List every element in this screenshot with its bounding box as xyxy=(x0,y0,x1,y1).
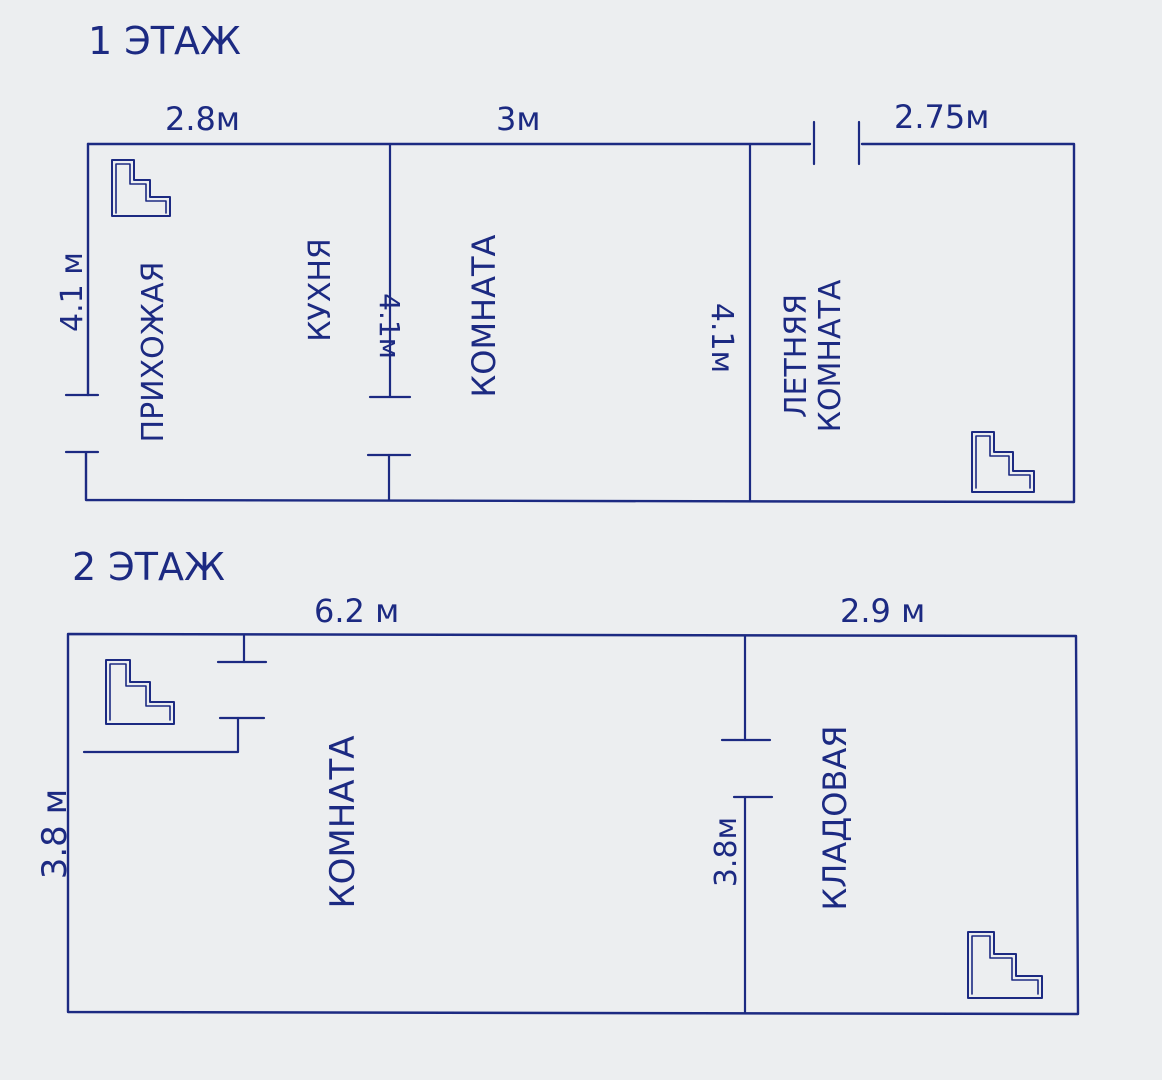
room-label-room-floor1: КОМНАТА xyxy=(465,234,503,397)
dim-kitchen-height: 4.1м xyxy=(373,293,406,359)
room-label-summer-line1: ЛЕТНЯЯ xyxy=(779,294,814,418)
stairs-icon xyxy=(971,431,1035,493)
dim-floor1-left-height: 4.1 м xyxy=(55,252,90,332)
floor2-title: 2 ЭТАЖ xyxy=(72,545,225,589)
dim-storage-width: 2.9 м xyxy=(840,592,925,630)
floor2-walls xyxy=(66,632,1080,1016)
room-label-kitchen: КУХНЯ xyxy=(303,238,338,342)
room-label-storage: КЛАДОВАЯ xyxy=(816,726,854,911)
dim-partition-height: 3.8м xyxy=(709,817,744,887)
stairs-icon xyxy=(967,931,1043,999)
dim-room-width: 3м xyxy=(496,100,541,138)
stairs-icon xyxy=(111,159,171,217)
floor1-title: 1 ЭТАЖ xyxy=(88,19,241,63)
dim-summer-room-width: 2.75м xyxy=(894,98,989,136)
dim-summer-height: 4.1м xyxy=(704,303,739,373)
stairs-icon xyxy=(105,659,175,725)
room-label-summer-line2: КОМНАТА xyxy=(813,279,848,432)
dim-hallway-width: 2.8м xyxy=(165,100,240,138)
dim-floor2-room-width: 6.2 м xyxy=(314,592,399,630)
floor1-door-top xyxy=(812,120,861,166)
floor1-walls xyxy=(64,142,1076,504)
dim-floor2-left-height: 3.8 м xyxy=(35,789,75,880)
room-label-room-floor2: КОМНАТА xyxy=(323,735,363,908)
room-label-hallway: ПРИХОЖАЯ xyxy=(136,262,171,443)
